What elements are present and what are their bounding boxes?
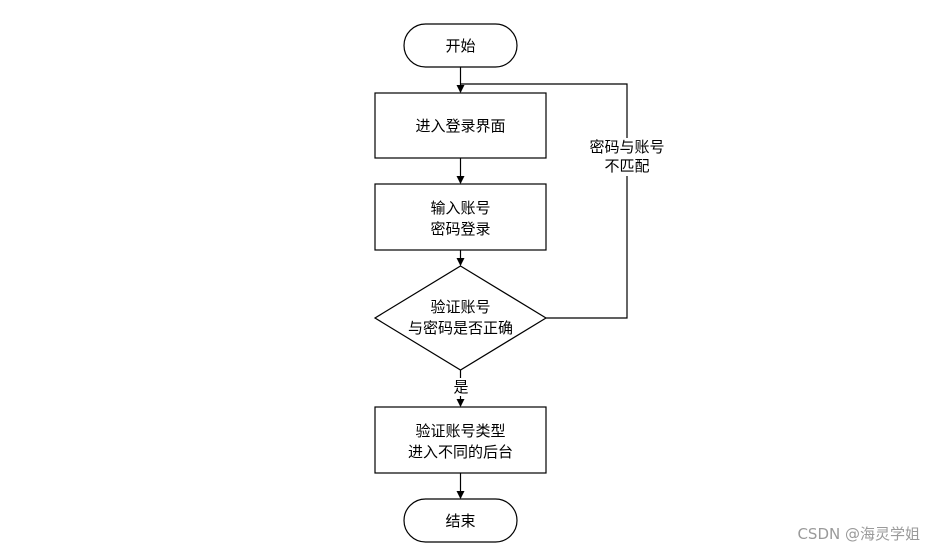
- yes-edge-label: 是: [453, 378, 468, 396]
- start-label: 开始: [445, 37, 475, 55]
- account-type-node: 验证账号类型 进入不同的后台: [374, 406, 547, 474]
- account-type-line2: 进入不同的后台: [408, 443, 513, 461]
- input-credentials-line1: 输入账号: [430, 199, 490, 217]
- edge-mismatch-loop: [461, 83, 628, 319]
- end-label: 结束: [445, 512, 475, 530]
- input-credentials-line2: 密码登录: [430, 220, 490, 238]
- login-page-label: 进入登录界面: [415, 117, 505, 135]
- end-node: 结束: [403, 498, 518, 543]
- yes-label-background: [454, 378, 468, 396]
- mismatch-label-line1: 密码与账号: [589, 138, 664, 156]
- start-node: 开始: [403, 23, 518, 68]
- verify-decision-node: 验证账号 与密码是否正确: [373, 265, 548, 371]
- input-credentials-node: 输入账号 密码登录: [374, 183, 547, 251]
- login-page-node: 进入登录界面: [374, 92, 547, 159]
- mismatch-label-line2: 不匹配: [604, 157, 649, 175]
- verify-line2: 与密码是否正确: [408, 319, 513, 337]
- mismatch-label-background: [584, 138, 672, 176]
- verify-line1: 验证账号: [430, 298, 490, 316]
- account-type-line1: 验证账号类型: [415, 422, 505, 440]
- watermark: CSDN @海灵学姐: [797, 525, 920, 543]
